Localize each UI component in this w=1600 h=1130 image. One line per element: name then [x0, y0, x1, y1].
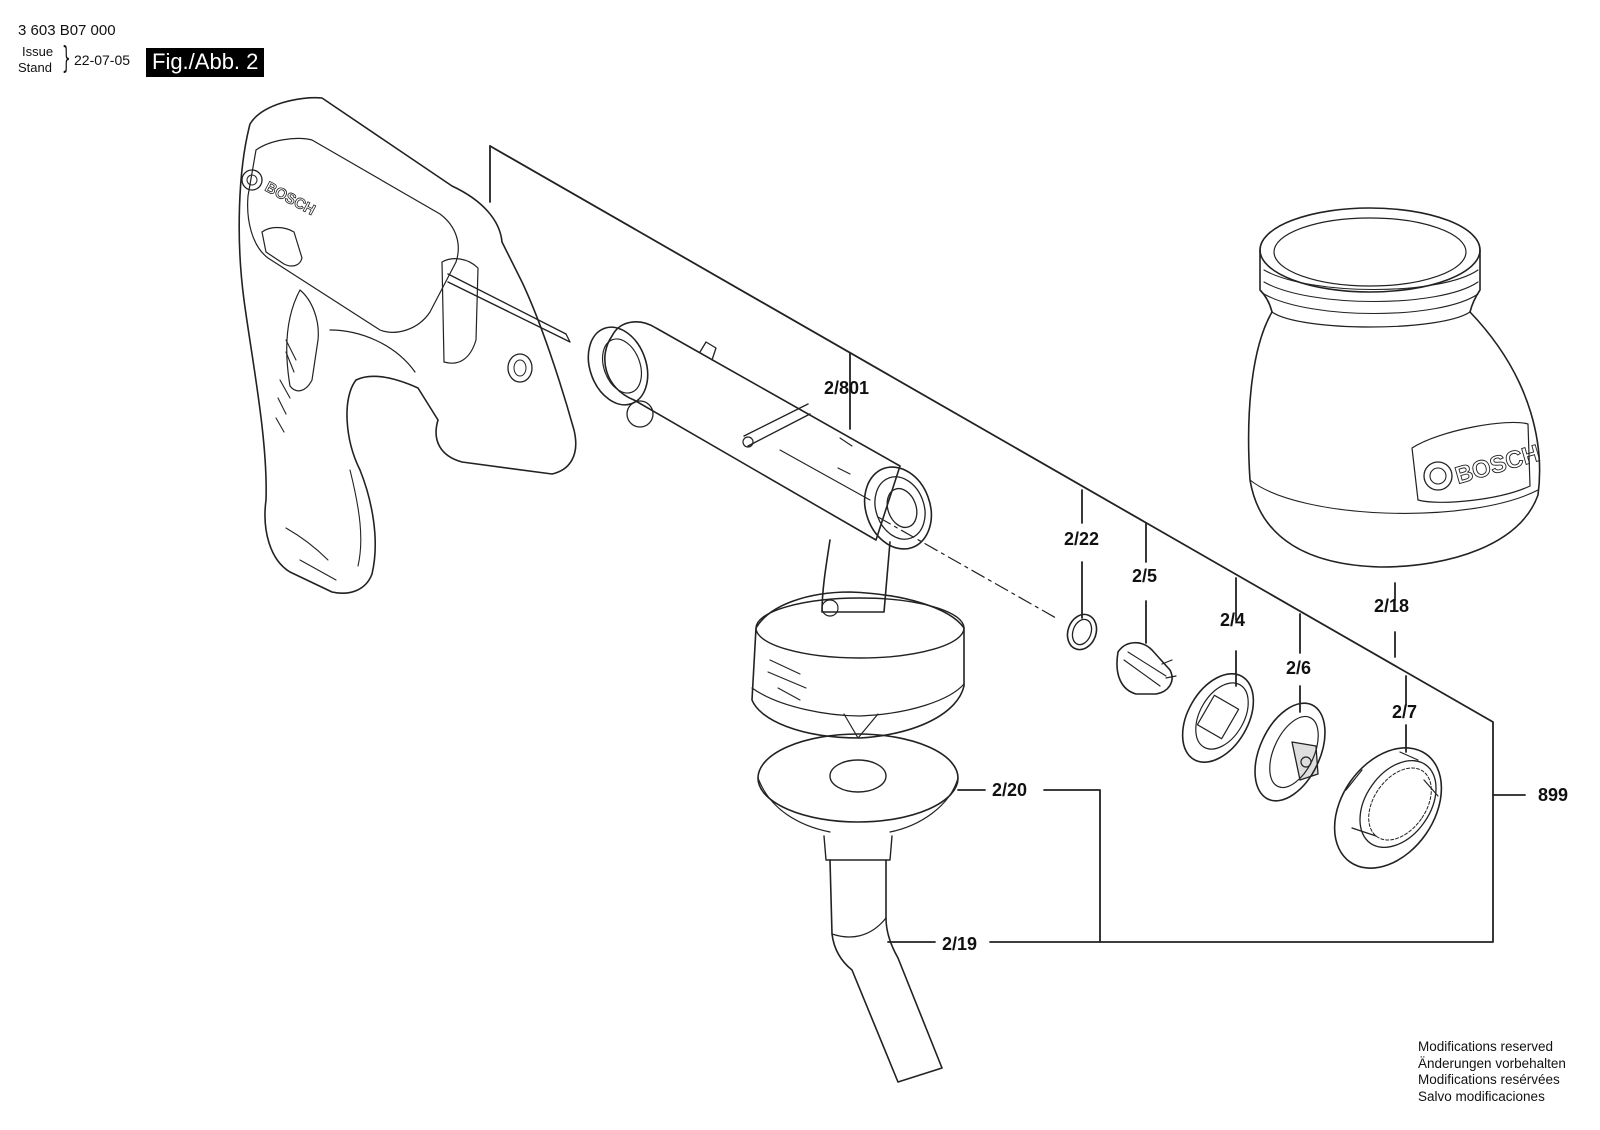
handle-brand-logo: BOSCH [262, 179, 318, 219]
issue-label: Issue [22, 44, 54, 59]
modifications-line-fr: Modifications resérvées [1418, 1072, 1560, 1087]
modifications-line-de: Änderungen vorbehalten [1418, 1055, 1566, 1071]
modifications-line-en: Modifications reserved [1418, 1039, 1554, 1054]
callout-2-4: 2/4 [1220, 610, 1245, 630]
part-2-20-disc [757, 733, 959, 833]
stand-label: Stand [18, 60, 52, 75]
callout-2-801: 2/801 [824, 378, 869, 398]
spray-gun-handle [238, 96, 577, 594]
callout-2-19: 2/19 [942, 934, 977, 954]
part-2-6-valve-disc [1254, 702, 1326, 802]
brace-glyph: } [62, 41, 71, 76]
callout-2-22: 2/22 [1064, 529, 1099, 549]
part-2-5-valve [1116, 641, 1177, 695]
part-2-4-membrane [1181, 673, 1255, 763]
part-2-7-union-nut [1333, 747, 1443, 869]
callout-labels: 2/801 2/22 2/5 2/4 2/6 2/18 2/7 2/20 2/1… [824, 378, 1568, 954]
part-2-18-container [1247, 207, 1541, 568]
callout-2-7: 2/7 [1392, 702, 1417, 722]
part-2-19-suction-tube [823, 835, 943, 1083]
issue-date: 22-07-05 [74, 52, 131, 68]
modifications-notice: Modifications reserved Änderungen vorbeh… [1418, 1039, 1566, 1105]
callout-2-6: 2/6 [1286, 658, 1311, 678]
modifications-line-es: Salvo modificaciones [1418, 1088, 1545, 1104]
callout-2-5: 2/5 [1132, 566, 1157, 586]
callout-2-20: 2/20 [992, 780, 1027, 800]
callout-2-18: 2/18 [1374, 596, 1409, 616]
document-number: 3 603 B07 000 [18, 22, 116, 39]
pump-tube-assembly [587, 321, 965, 739]
figure-label: Fig./Abb. 2 [146, 48, 265, 77]
part-2-22-o-ring [1066, 613, 1098, 651]
callout-899: 899 [1538, 785, 1568, 805]
leader-lines [489, 145, 1526, 943]
